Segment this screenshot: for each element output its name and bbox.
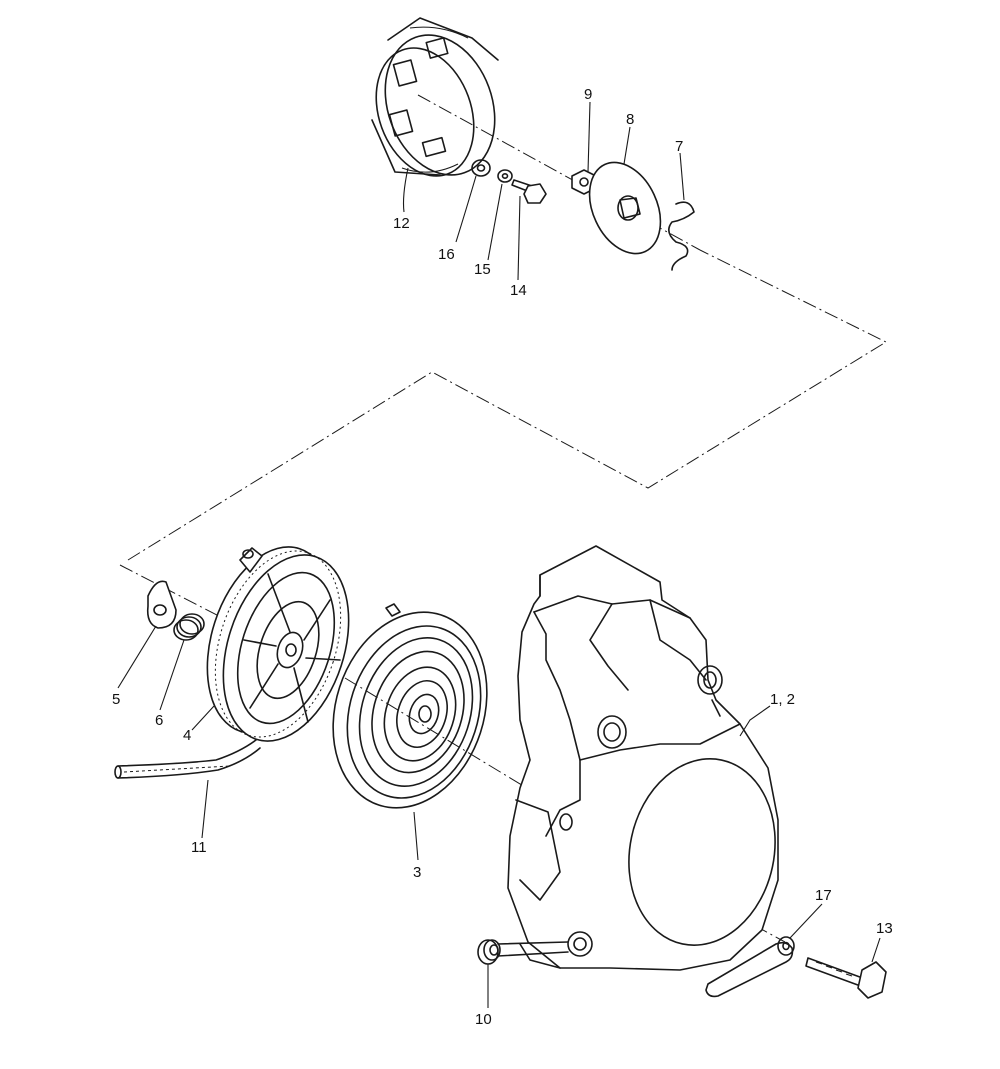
callout-13: 13 [876, 920, 893, 937]
pawl-spring-6 [173, 613, 205, 641]
starter-rope-11 [114, 739, 261, 779]
recoil-spring-3 [332, 603, 488, 809]
bolt-13 [805, 957, 887, 999]
pawl-5 [146, 580, 177, 629]
rope-pulley-4 [206, 546, 350, 742]
callout-10: 10 [475, 1011, 492, 1028]
spring-clip-7 [668, 201, 695, 271]
leader-lines [117, 101, 881, 1008]
callout-8: 8 [626, 111, 634, 128]
rope-guide-17 [705, 936, 795, 998]
callout-7: 7 [675, 138, 683, 155]
callout-5: 5 [112, 691, 120, 708]
drive-plate-8 [588, 161, 662, 255]
callout-12: 12 [393, 215, 410, 232]
starter-housing [507, 545, 779, 971]
lock-washer-15 [497, 169, 513, 183]
callout-6: 6 [155, 712, 163, 729]
bolt-14 [511, 179, 547, 204]
grommet-10 [477, 939, 569, 965]
callout-11: 11 [191, 839, 207, 856]
callout-15: 15 [474, 261, 491, 278]
callout-9: 9 [584, 86, 592, 103]
washer-16 [471, 159, 491, 177]
callout-4: 4 [183, 727, 191, 744]
starter-cup [371, 17, 499, 177]
callout-labels: 1, 2 3 4 5 6 7 8 9 10 11 12 13 14 15 16 … [112, 86, 893, 1028]
callout-3: 3 [413, 864, 421, 881]
callout-17: 17 [815, 887, 832, 904]
callout-14: 14 [510, 282, 527, 299]
callout-1-2: 1, 2 [770, 691, 795, 708]
callout-16: 16 [438, 246, 455, 263]
